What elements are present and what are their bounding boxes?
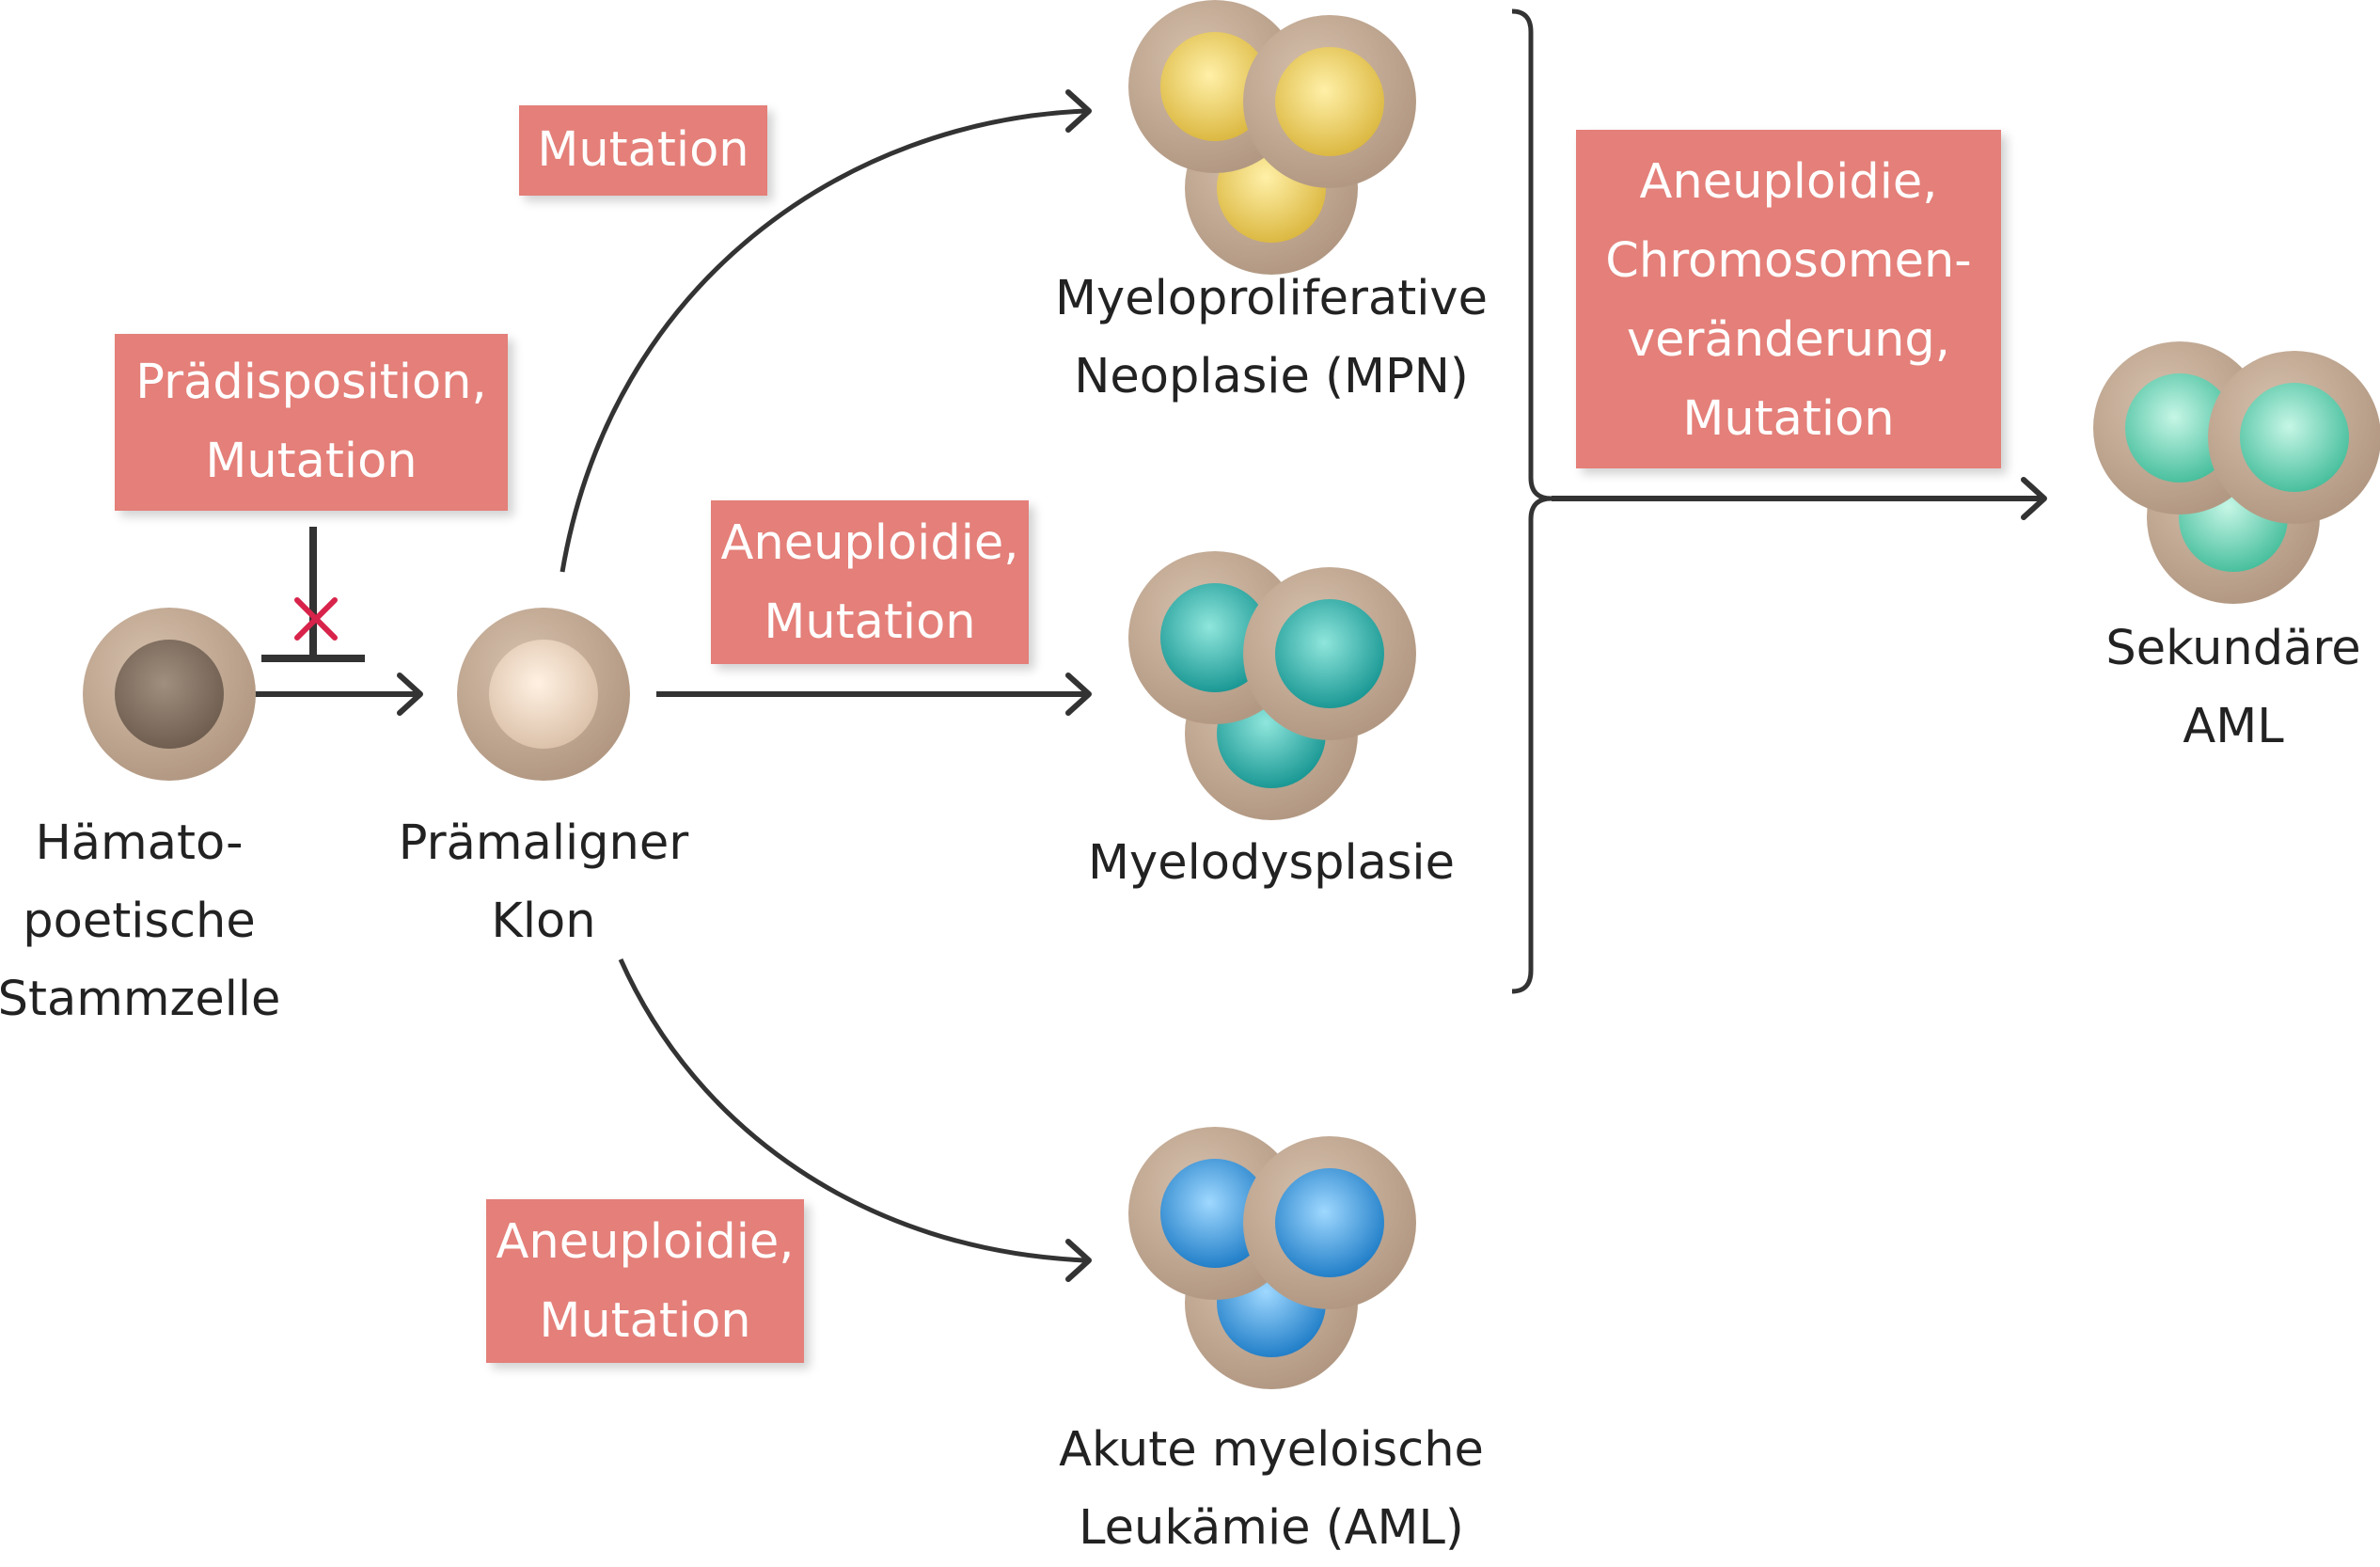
secondary-aml-cell-cluster-icon — [2093, 341, 2380, 604]
event-line: Mutation — [764, 594, 976, 650]
event-box-blocked: Prädisposition, Mutation — [115, 334, 508, 511]
aml-cell-cluster-icon — [1128, 1127, 1416, 1389]
label-line: Hämato- — [35, 815, 244, 871]
arrowhead — [397, 673, 423, 716]
label-line: Akute myeloische — [1059, 1422, 1484, 1478]
cross-mark-icon — [294, 597, 338, 641]
event-box-to-secondary: Aneuploidie, Chromosomen- veränderung, M… — [1576, 130, 2001, 468]
aml-label: Akute myeloische Leukämie (AML) — [1059, 1411, 1484, 1567]
clone-to-mpn-arrow — [560, 108, 1087, 573]
mds-cell-cluster-icon — [1128, 551, 1416, 820]
secondary-aml-label: Sekundäre AML — [2105, 609, 2360, 766]
label-line: Myelodysplasie — [1088, 835, 1455, 891]
event-line: Aneuploidie, — [1639, 154, 1938, 210]
event-line: veränderung, — [1626, 312, 1951, 368]
label-line: AML — [2183, 699, 2284, 754]
premalignant-label: Prämaligner Klon — [399, 804, 688, 960]
mpn-label: Myeloproliferative Neoplasie (MPN) — [1055, 260, 1488, 416]
event-line: Mutation — [539, 1293, 751, 1349]
event-box-to-aml: Aneuploidie, Mutation — [486, 1199, 804, 1363]
label-line: Stammzelle — [0, 972, 281, 1027]
event-box-to-mds: Aneuploidie, Mutation — [711, 500, 1029, 664]
label-line: Sekundäre — [2105, 621, 2361, 676]
premalignant-cell-icon — [457, 608, 630, 781]
event-line: Aneuploidie, — [720, 515, 1019, 571]
event-box-to-mpn: Mutation — [519, 105, 767, 196]
arrowhead — [2021, 477, 2047, 520]
event-line: Mutation — [537, 122, 749, 178]
event-line: Prädisposition, — [135, 355, 487, 410]
event-line: Mutation — [205, 434, 418, 489]
clone-to-aml-arrow — [618, 958, 1087, 1263]
arrowhead — [1065, 89, 1092, 133]
label-line: Prämaligner — [398, 815, 689, 871]
label-line: Klon — [491, 894, 596, 949]
event-line: Chromosomen- — [1605, 233, 1972, 289]
event-line: Mutation — [1682, 391, 1895, 447]
mds-label: Myelodysplasie — [1088, 824, 1455, 902]
arrowhead — [1065, 1239, 1092, 1282]
merge-brace — [1511, 8, 1553, 994]
label-line: Leukämie (AML) — [1079, 1500, 1464, 1556]
stem-cell-label: Hämato- poetische Stammzelle — [0, 804, 280, 1038]
event-line: Aneuploidie, — [496, 1214, 795, 1270]
mpn-cell-cluster-icon — [1128, 0, 1416, 275]
label-line: Myeloproliferative — [1055, 271, 1488, 326]
stem-cell-icon — [83, 608, 256, 781]
label-line: Neoplasie (MPN) — [1074, 349, 1469, 404]
label-line: poetische — [23, 894, 256, 949]
arrowhead — [1065, 673, 1092, 716]
